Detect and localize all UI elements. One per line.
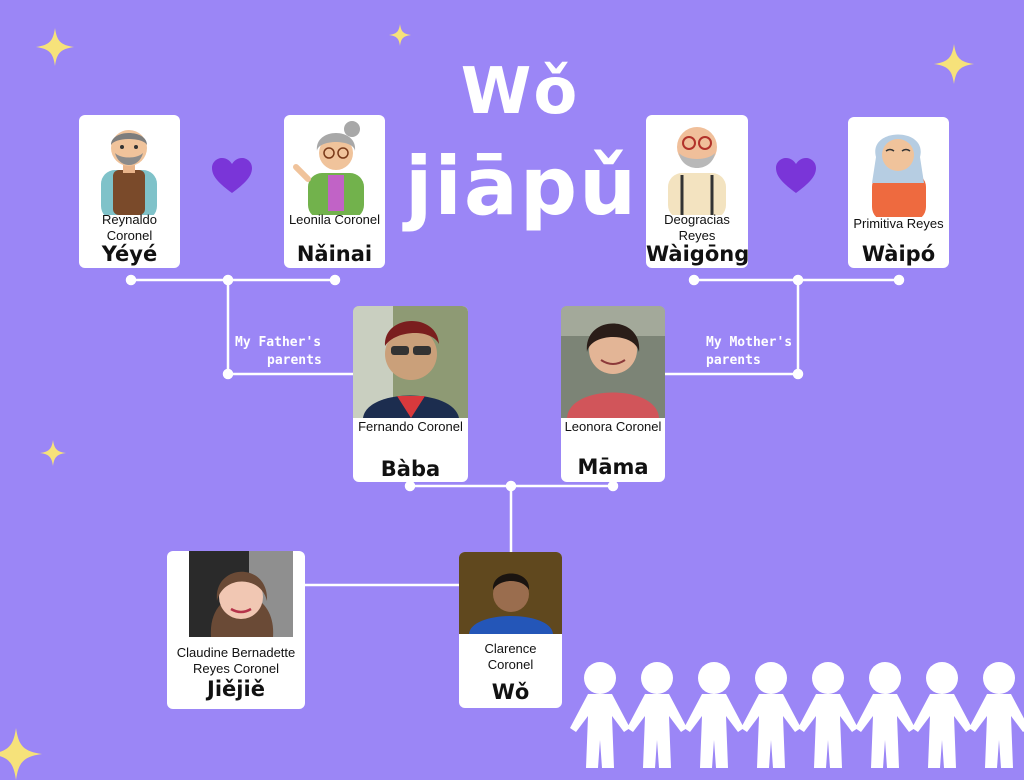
paper-person-body	[741, 694, 801, 768]
card-paternal-grandmother: Leonila Coronel Nǎinai	[284, 115, 385, 268]
card-father: Fernando Coronel Bàba	[353, 306, 468, 482]
fathers-parents-label: My Father's parents	[235, 335, 322, 368]
grandfather-avatar	[101, 130, 157, 215]
heart-icon	[776, 158, 816, 193]
paper-person-head	[755, 662, 787, 694]
person-role: Wàigōng	[646, 242, 748, 266]
paper-person-body	[855, 694, 915, 768]
paper-person-body	[798, 694, 858, 768]
mothers-parents-label: My Mother's parents	[706, 335, 793, 368]
person-role: Wǒ	[491, 680, 530, 704]
card-maternal-grandmother: Primitiva Reyes Wàipó	[848, 117, 949, 268]
sister-photo	[189, 551, 293, 637]
paper-person-body	[684, 694, 744, 768]
father-photo	[353, 306, 468, 418]
paper-person-head	[698, 662, 730, 694]
person-role: Māma	[577, 455, 649, 479]
paper-person-head	[983, 662, 1015, 694]
sparkle-star-icon	[934, 44, 974, 84]
self-photo	[459, 552, 562, 634]
card-mother: Leonora Coronel Māma	[561, 306, 665, 482]
person-name: Claudine Bernadette Reyes Coronel	[176, 645, 296, 676]
person-name: Leonila Coronel	[288, 212, 381, 227]
grandfather-avatar	[668, 127, 726, 215]
person-name: Primitiva Reyes	[853, 216, 944, 231]
card-self: Clarence Coronel Wǒ	[459, 552, 562, 708]
sparkle-star-icon	[36, 28, 74, 66]
paper-person-body	[627, 694, 687, 768]
paper-person-head	[641, 662, 673, 694]
paper-person-head	[584, 662, 616, 694]
person-name: Deogracias Reyes	[664, 212, 730, 243]
person-name: Clarence Coronel	[484, 641, 537, 672]
card-paternal-grandfather: Reynaldo Coronel Yéyé	[79, 115, 180, 268]
person-role: Bàba	[380, 457, 441, 481]
paper-person-head	[812, 662, 844, 694]
sparkle-star-icon	[389, 24, 411, 46]
card-sister: Claudine Bernadette Reyes Coronel Jiějiě	[167, 551, 305, 709]
person-role: Yéyé	[101, 242, 158, 266]
page-title-line2: jiāpǔ	[405, 140, 639, 233]
page-title-line1: Wǒ	[460, 55, 580, 129]
paper-person-head	[926, 662, 958, 694]
person-name: Fernando Coronel	[358, 419, 463, 434]
sparkle-star-icon	[40, 440, 66, 466]
person-role: Jiějiě	[207, 677, 265, 701]
paper-person-head	[869, 662, 901, 694]
person-name: Leonora Coronel	[564, 419, 662, 434]
paper-person-body	[969, 694, 1024, 768]
grandmother-avatar	[293, 121, 364, 215]
person-name: Reynaldo Coronel	[102, 212, 157, 243]
person-role: Wàipó	[861, 242, 936, 266]
paper-person-body	[570, 694, 630, 768]
sparkle-star-icon	[0, 728, 42, 780]
grandmother-avatar	[872, 134, 926, 217]
paper-people-chain	[570, 662, 1024, 768]
heart-icon	[212, 158, 252, 193]
card-maternal-grandfather: Deogracias Reyes Wàigōng	[646, 115, 748, 268]
paper-person-body	[912, 694, 972, 768]
mother-photo	[561, 306, 665, 418]
person-role: Nǎinai	[296, 242, 373, 266]
